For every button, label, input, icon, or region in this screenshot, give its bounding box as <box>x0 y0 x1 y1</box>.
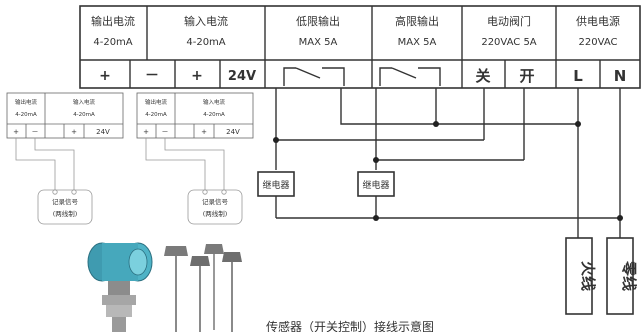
live-line-box: 火线 <box>565 237 597 315</box>
mini-1-title-in: 输入电流 <box>73 98 96 106</box>
relay-2-label: 继电器 <box>362 179 389 191</box>
mini-1-terminal-1: + <box>13 128 19 136</box>
terminal-neutral: N <box>614 67 627 85</box>
terminal-out-plus: + <box>99 68 111 84</box>
mini-2-terminal-3: + <box>201 128 207 136</box>
neutral-line-box: 零线 <box>606 237 638 315</box>
group-spec-high-limit: MAX 5A <box>398 37 437 48</box>
terminal-valve-open: 开 <box>519 67 534 85</box>
terminal-out-minus: － <box>145 68 159 84</box>
mini-2-title-in: 输入电流 <box>203 98 226 106</box>
mini-2-terminal-1: + <box>143 128 149 136</box>
group-spec-output-current: 4-20mA <box>93 37 132 48</box>
terminal-in-plus: + <box>191 68 203 84</box>
mini-2-signal-label-2: (两线制) <box>203 209 228 218</box>
mini-1-terminal-3: + <box>71 128 77 136</box>
group-title-output-current: 输出电流 <box>91 14 135 28</box>
mini-terminal-block-2: 输出电流 4-20mA 输入电流 4-20mA + － + 24V 记录信号 (… <box>136 92 254 225</box>
mini-2-spec-out: 4-20mA <box>145 112 167 118</box>
mini-1-title-out: 输出电流 <box>15 98 38 106</box>
mini-2-spec-in: 4-20mA <box>203 112 225 118</box>
mini-2-terminal-2: － <box>162 128 169 136</box>
mini-1-spec-out: 4-20mA <box>15 112 37 118</box>
group-title-low-limit: 低限输出 <box>296 14 340 28</box>
mini-terminal-block-1: 输出电流 4-20mA 输入电流 4-20mA + － + 24V 记录信号 (… <box>6 92 124 225</box>
wiring <box>273 88 623 238</box>
high-limit-switch-icon <box>379 67 441 86</box>
group-spec-input-current: 4-20mA <box>186 37 225 48</box>
terminal-live: L <box>573 67 583 85</box>
mini-1-terminal-4: 24V <box>96 128 110 136</box>
diagram-caption: 传感器（开关控制）接线示意图 <box>266 319 434 332</box>
group-spec-low-limit: MAX 5A <box>299 37 338 48</box>
group-title-power: 供电电源 <box>576 14 620 28</box>
relay-1-label: 继电器 <box>262 179 289 191</box>
low-limit-switch-icon <box>283 67 345 86</box>
neutral-line-label: 零线 <box>620 260 638 291</box>
group-title-high-limit: 高限输出 <box>395 14 439 28</box>
relay-2: 继电器 <box>357 171 395 197</box>
relay-1: 继电器 <box>257 171 295 197</box>
mini-1-terminal-2: － <box>32 128 39 136</box>
mini-1-spec-in: 4-20mA <box>73 112 95 118</box>
group-title-valve: 电动阀门 <box>487 14 531 28</box>
mini-2-title-out: 输出电流 <box>145 98 168 106</box>
mini-1-signal-label-1: 记录信号 <box>52 197 79 206</box>
terminal-valve-close: 关 <box>475 67 490 85</box>
mini-2-signal-label-1: 记录信号 <box>202 197 229 206</box>
group-spec-valve: 220VAC 5A <box>481 37 536 48</box>
pressure-transmitter-icon <box>87 242 153 332</box>
group-title-input-current: 输入电流 <box>184 14 228 28</box>
mini-2-terminal-4: 24V <box>226 128 240 136</box>
temperature-probes-icon <box>164 244 242 332</box>
mini-1-signal-label-2: (两线制) <box>53 209 78 218</box>
live-line-label: 火线 <box>579 261 597 291</box>
main-terminal-block: 输出电流 4-20mA 输入电流 4-20mA 低限输出 MAX 5A 高限输出… <box>79 5 641 89</box>
terminal-24v: 24V <box>228 69 256 84</box>
group-spec-power: 220VAC <box>579 37 618 48</box>
